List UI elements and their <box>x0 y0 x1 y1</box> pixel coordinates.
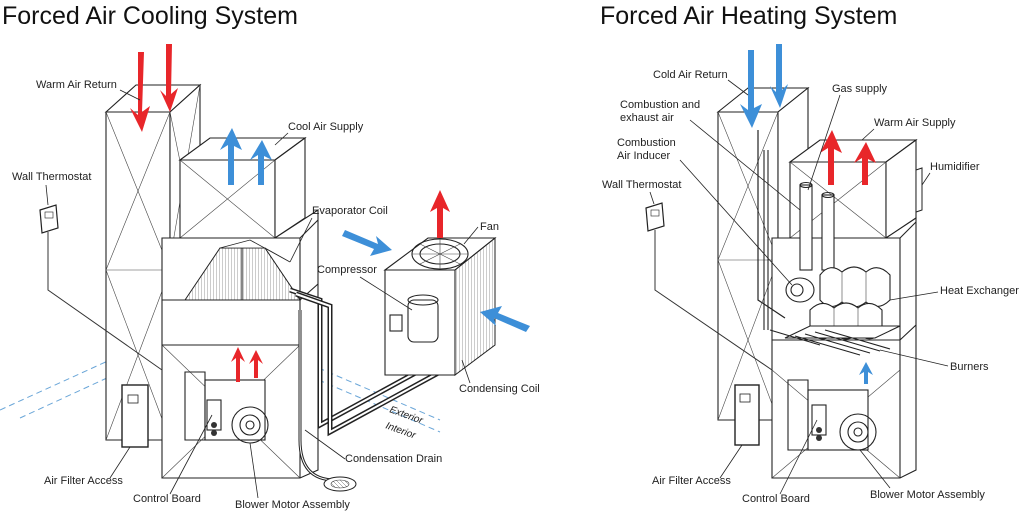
label-cold-air-return: Cold Air Return <box>653 69 728 81</box>
fan-exhaust-arrow <box>430 190 450 238</box>
burners <box>769 325 901 356</box>
label-air-filter-access: Air Filter Access <box>44 475 123 487</box>
label-humidifier: Humidifier <box>930 161 980 173</box>
label-warm-air-supply: Warm Air Supply <box>874 117 956 129</box>
gas-supply-line <box>757 130 786 319</box>
label-evaporator-coil: Evaporator Coil <box>312 205 388 217</box>
label-heating-air-filter-access: Air Filter Access <box>652 475 731 487</box>
cooling-thermostat <box>39 204 163 371</box>
cooling-diagram: Warm Air Return Cool Air Supply Wall The… <box>0 44 540 511</box>
heating-thermostat <box>645 202 773 371</box>
condensation-drain <box>298 310 357 492</box>
label-condensing-coil: Condensing Coil <box>459 383 540 395</box>
warm-return-arrows <box>130 44 178 132</box>
vent-pipes <box>763 150 835 330</box>
condensing-unit <box>383 236 497 376</box>
label-combustion-exhaust-1: Combustion and <box>620 99 700 111</box>
label-heating-wall-thermostat: Wall Thermostat <box>602 179 681 191</box>
combustion-air-inducer <box>785 277 815 303</box>
label-heating-blower-motor-assembly: Blower Motor Assembly <box>870 489 985 501</box>
cool-supply-arrows <box>220 128 272 185</box>
heating-blower-arrow <box>859 362 873 384</box>
cool-air-supply-plenum <box>178 136 307 240</box>
cold-return-arrows <box>740 44 788 128</box>
floor-lines <box>0 359 441 433</box>
condenser-intake-arrow-right <box>480 306 530 332</box>
label-combustion-inducer-2: Air Inducer <box>617 150 671 162</box>
label-combustion-exhaust-2: exhaust air <box>620 112 674 124</box>
heating-diagram: Cold Air Return Gas supply Combustion an… <box>602 44 1019 505</box>
air-filter-panel <box>121 384 149 448</box>
evaporator-coil <box>184 239 301 301</box>
label-wall-thermostat: Wall Thermostat <box>12 171 91 183</box>
label-heating-control-board: Control Board <box>742 493 810 505</box>
blower-housing <box>184 371 269 444</box>
label-compressor: Compressor <box>317 264 377 276</box>
blower-air-arrows <box>231 347 263 382</box>
heating-blower-housing <box>787 379 877 451</box>
warm-supply-arrows <box>820 130 876 185</box>
label-control-board: Control Board <box>133 493 201 505</box>
refrigerant-lines <box>289 287 442 437</box>
label-fan: Fan <box>480 221 499 233</box>
label-heat-exchanger: Heat Exchanger <box>940 285 1019 297</box>
cooling-title: Forced Air Cooling System <box>2 2 298 30</box>
label-cool-air-supply: Cool Air Supply <box>288 121 364 133</box>
label-condensation-drain: Condensation Drain <box>345 453 442 465</box>
label-gas-supply: Gas supply <box>832 83 888 95</box>
label-burners: Burners <box>950 361 989 373</box>
condenser-intake-arrow-left <box>342 230 392 256</box>
humidifier-unit <box>915 167 923 213</box>
label-combustion-inducer-1: Combustion <box>617 137 676 149</box>
label-warm-air-return: Warm Air Return <box>36 79 117 91</box>
label-blower-motor-assembly: Blower Motor Assembly <box>235 499 350 511</box>
heating-title: Forced Air Heating System <box>600 2 897 30</box>
